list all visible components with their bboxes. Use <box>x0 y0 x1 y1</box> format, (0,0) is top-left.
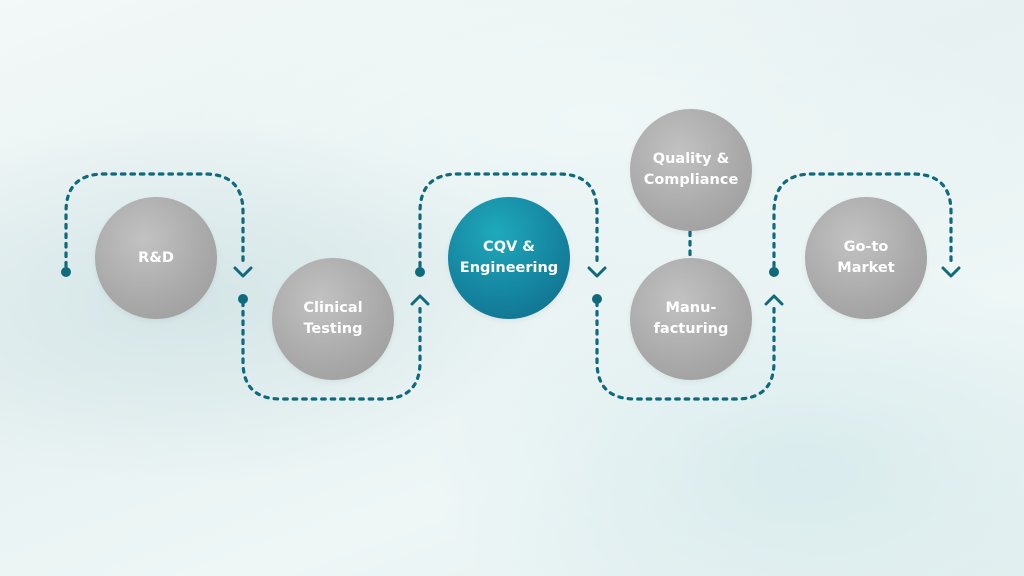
node-cqv-engineering: CQV & Engineering <box>448 197 570 319</box>
arrow-up-icon <box>410 294 430 306</box>
node-quality-compliance: Quality & Compliance <box>630 109 752 231</box>
connector-dot <box>592 294 602 304</box>
node-clinical-testing: Clinical Testing <box>272 258 394 380</box>
node-manufacturing: Manu- facturing <box>630 258 752 380</box>
node-label-manufacturing: Manu- facturing <box>653 300 729 337</box>
node-go-to-market: Go-to Market <box>805 197 927 319</box>
arrow-down-icon <box>587 266 607 278</box>
node-label-quality-compliance: Quality & Compliance <box>643 151 739 188</box>
connector-arc-rd <box>64 172 245 268</box>
connector-arc-manufacturing <box>595 300 776 401</box>
arrow-down-icon <box>233 266 253 278</box>
arrow-up-icon <box>764 294 784 306</box>
connector-arc-cqv <box>418 172 599 268</box>
node-rd: R&D <box>95 197 217 319</box>
node-label-cqv-engineering: CQV & Engineering <box>459 239 559 276</box>
connector-dot <box>238 294 248 304</box>
connector-dot <box>415 267 425 277</box>
connector-dot <box>61 267 71 277</box>
node-label-go-to-market: Go-to Market <box>837 239 895 276</box>
connector-dot <box>769 267 779 277</box>
node-label-rd: R&D <box>138 249 174 266</box>
connector-arc-clinical <box>241 300 422 401</box>
arrow-down-icon <box>941 266 961 278</box>
connector-arc-gotomarket <box>772 172 953 268</box>
node-label-clinical-testing: Clinical Testing <box>303 300 363 337</box>
